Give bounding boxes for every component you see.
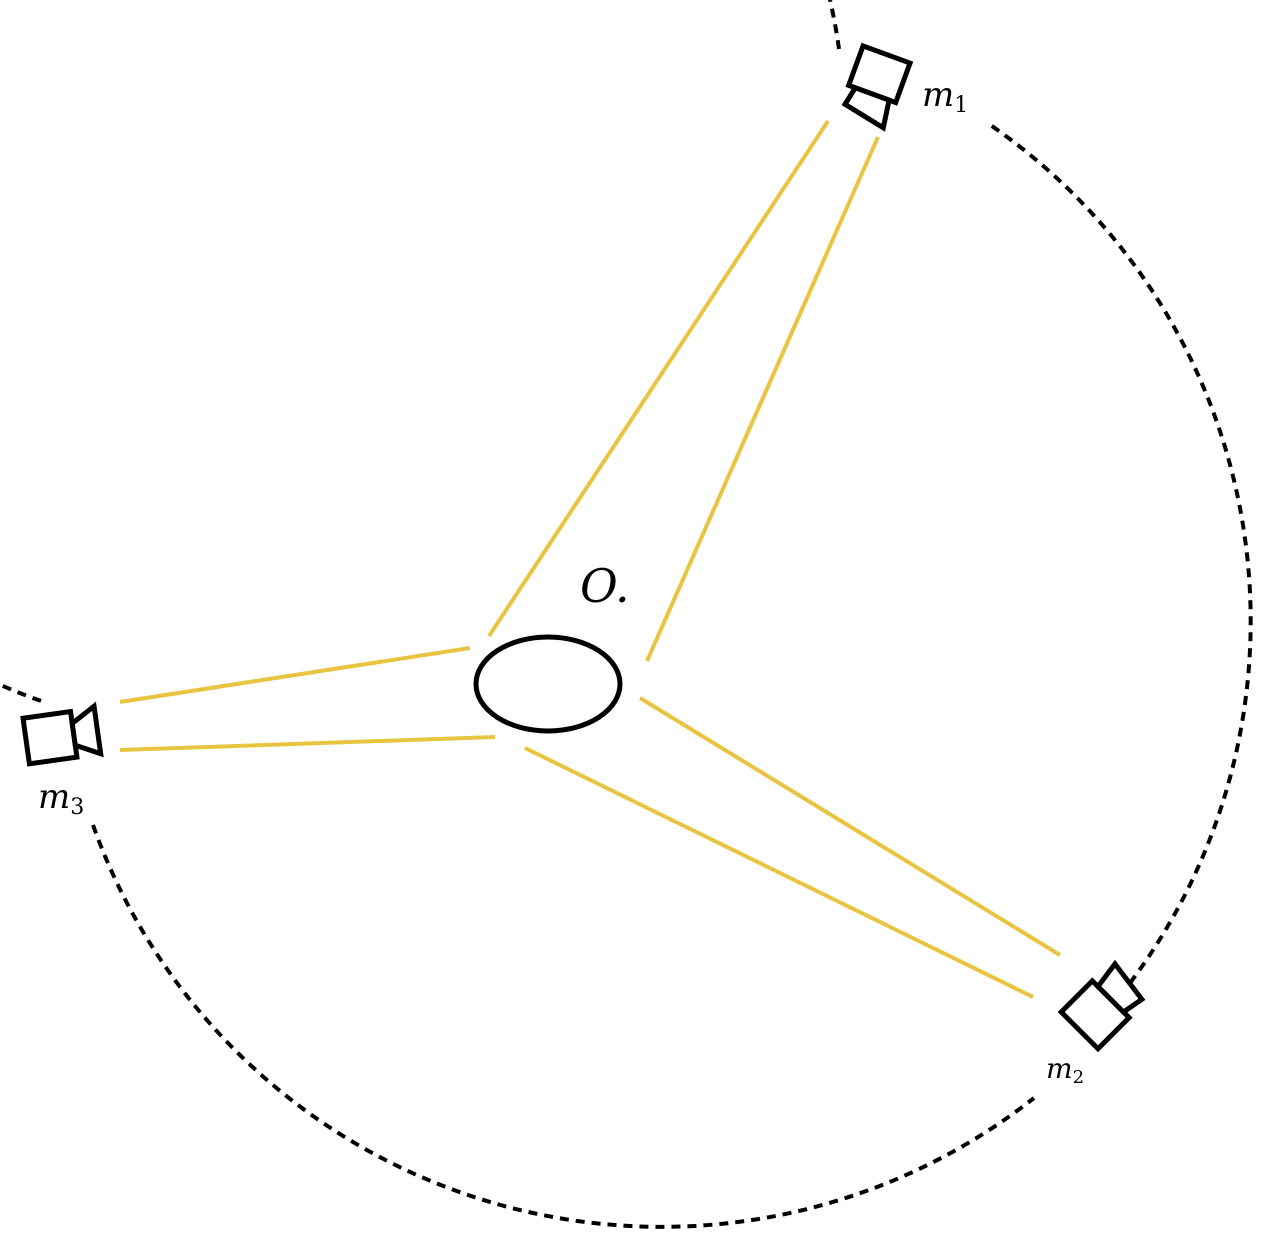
orbit-arc-left: [91, 824, 1036, 1229]
camera-m1: [841, 42, 914, 132]
camera-rays: [119, 119, 1062, 999]
video-camera-icon: [1057, 959, 1146, 1053]
center-object: [473, 634, 623, 734]
video-camera-icon: [20, 701, 104, 767]
camera-m1-label: m1: [922, 75, 968, 118]
center-label: O.: [580, 559, 630, 613]
dashed-orbit: [0, 0, 1253, 1229]
camera-m2-label: m2: [1046, 1052, 1084, 1088]
orbit-arc-main: [0, 0, 841, 705]
ray-m1-b: [645, 136, 880, 662]
ray-m3-a: [119, 646, 471, 704]
ray-m2-a: [638, 696, 1062, 957]
video-camera-icon: [841, 42, 914, 132]
orbit-arc-right: [987, 122, 1253, 985]
ray-m1-a: [487, 119, 830, 638]
camera-m3: [20, 701, 104, 767]
ray-m2-b: [524, 746, 1034, 999]
camera-m3-label: m3: [38, 777, 84, 820]
ray-m3-b: [119, 735, 496, 752]
camera-m2: [1057, 959, 1146, 1053]
